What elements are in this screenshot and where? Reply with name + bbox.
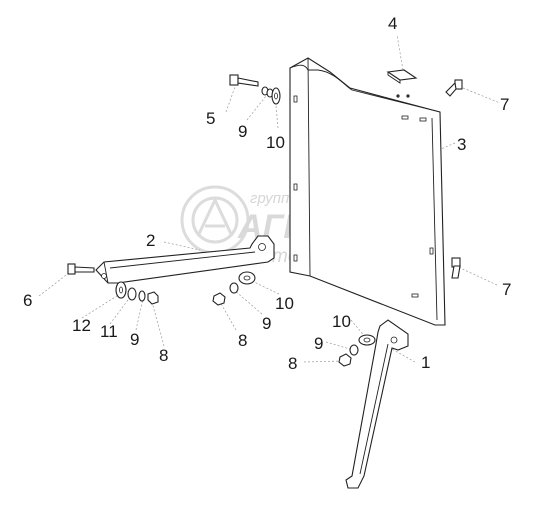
strut-part-2 [95,235,275,284]
bolt-part-5 [229,74,259,87]
washer-part-10-top [271,87,281,105]
callout-9-bottom: 9 [314,334,323,353]
callout-10-bottom: 10 [332,312,351,331]
callout-11: 11 [100,322,118,341]
spring-washer-part-9-middle [229,282,239,294]
nut-part-8-left [147,291,159,305]
leader-lines [38,34,501,363]
callout-10-top: 10 [266,133,285,152]
panel-part-3 [289,57,446,326]
callout-1: 1 [421,353,430,372]
callout-12: 12 [72,316,91,335]
callout-labels: 4 5 9 10 7 3 2 6 12 11 9 8 8 9 10 7 10 9… [23,14,511,373]
callout-9-top: 9 [238,122,247,141]
spring-washer-part-9-top [261,86,274,98]
callout-7-top: 7 [500,95,509,114]
callout-6: 6 [23,291,32,310]
bolt-part-6 [67,263,95,275]
brace-part-1 [345,319,409,489]
callout-4: 4 [388,14,397,33]
spring-washer-part-9-bottom [349,344,359,356]
washer-part-12 [115,281,127,299]
callout-2: 2 [146,231,155,250]
spring-washer-part-9-left [138,290,146,302]
plate-part-4 [386,69,418,84]
callout-7-bottom: 7 [502,280,511,299]
nut-part-8-middle [212,292,226,306]
washer-part-11 [127,287,137,301]
bolt-part-7-top [445,79,463,97]
washer-part-10-bottom [358,334,376,346]
washer-part-10-middle [238,271,256,285]
callout-5: 5 [206,109,215,128]
callout-8-bottom: 8 [288,354,297,373]
callout-9-middle: 9 [262,314,271,333]
callout-8-left: 8 [159,346,168,365]
bolt-part-7-bottom [451,257,461,279]
callout-8-middle: 8 [238,331,247,350]
callout-9-left: 9 [130,330,139,349]
callout-3: 3 [457,135,466,154]
callout-10-middle: 10 [275,294,294,313]
nut-part-8-bottom [338,353,352,367]
